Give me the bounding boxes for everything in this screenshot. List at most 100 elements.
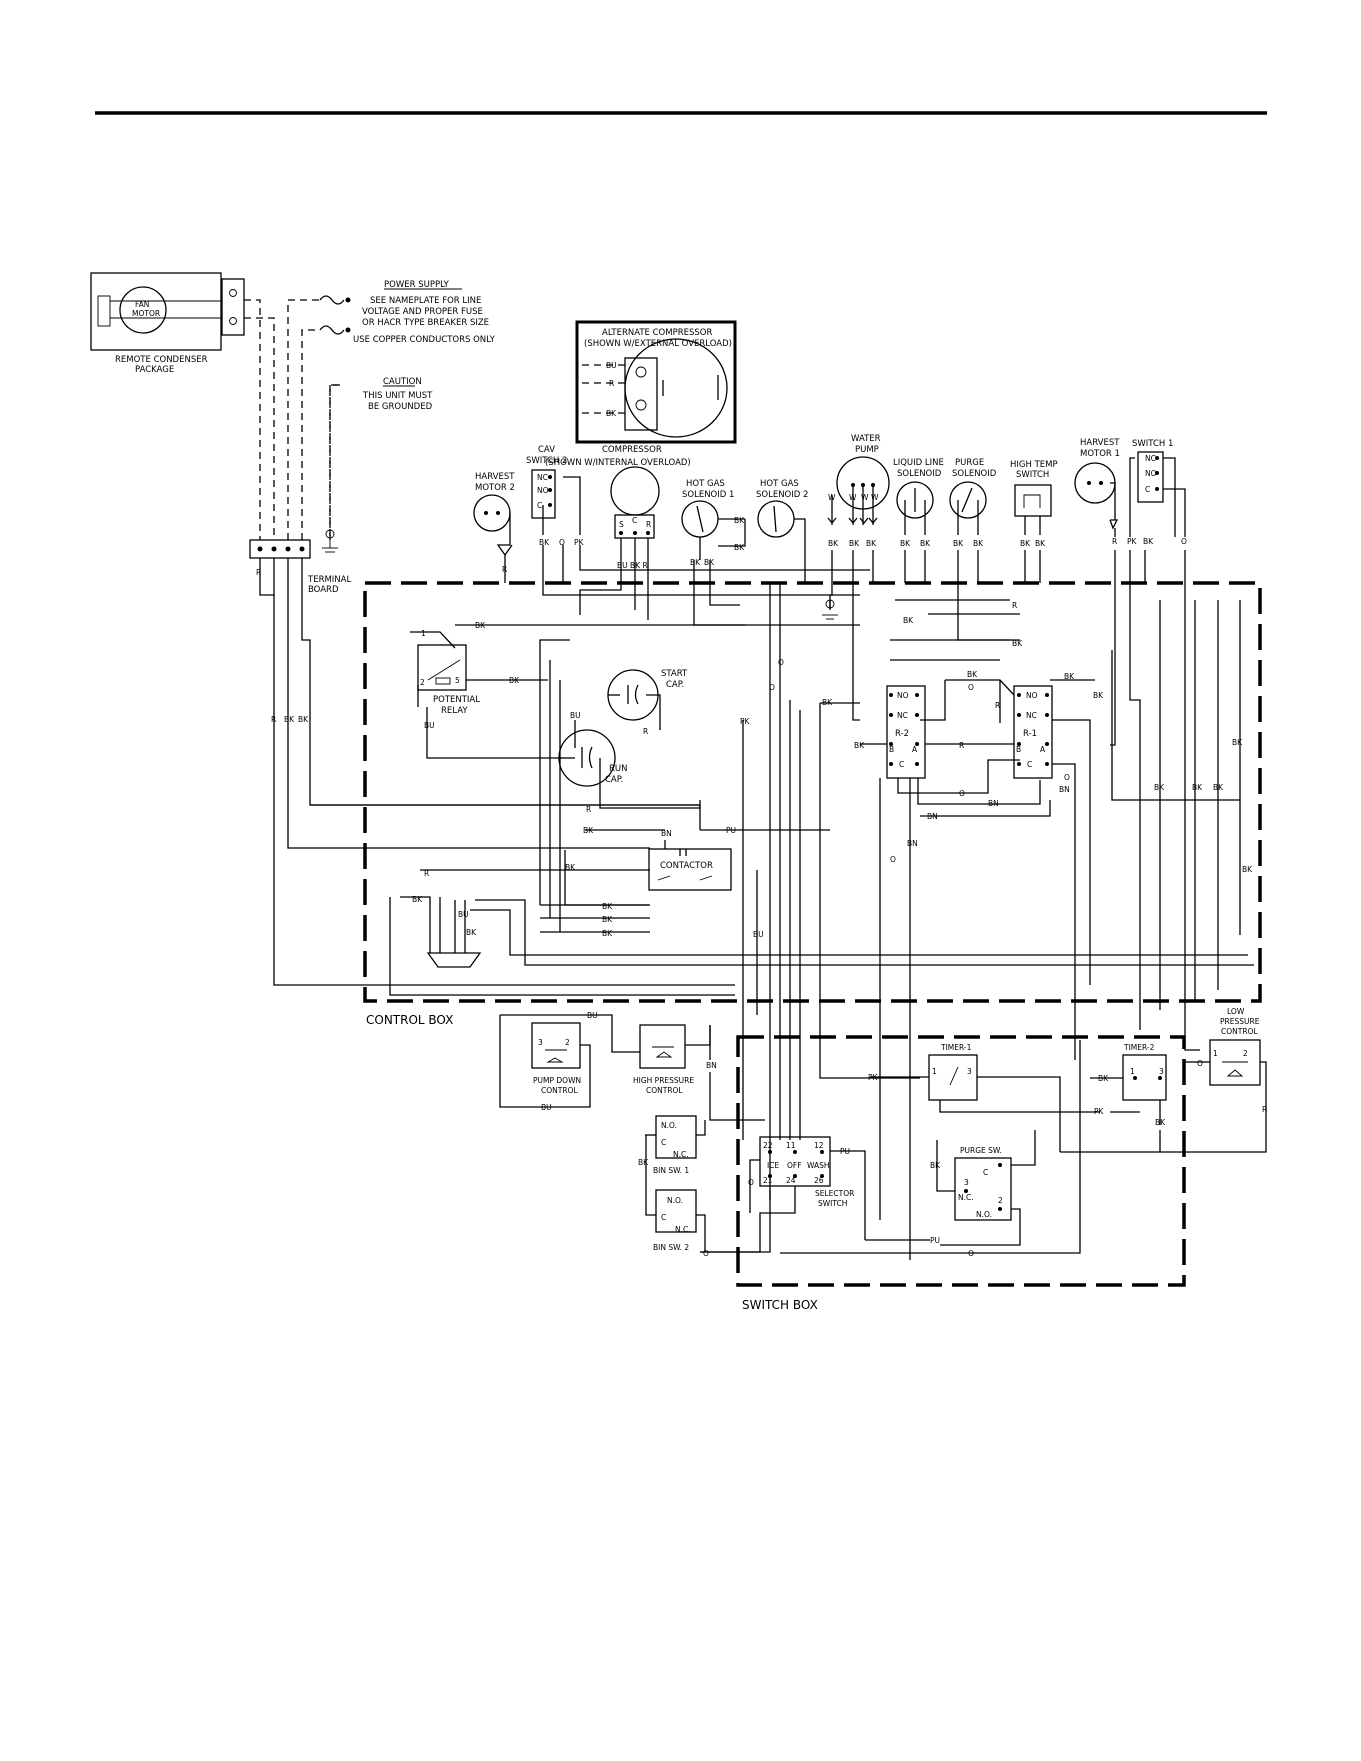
svg-text:O: O: [559, 538, 565, 547]
svg-text:CAP.: CAP.: [605, 775, 623, 785]
svg-text:TIMER-1: TIMER-1: [940, 1043, 972, 1052]
svg-text:BK: BK: [602, 902, 613, 911]
svg-text:2: 2: [1243, 1049, 1248, 1058]
svg-text:O: O: [1181, 537, 1187, 546]
svg-text:BK: BK: [606, 409, 617, 418]
svg-text:B: B: [1016, 745, 1021, 754]
svg-text:1: 1: [1213, 1049, 1218, 1058]
svg-text:BK: BK: [734, 516, 745, 525]
svg-text:C: C: [1145, 485, 1150, 494]
svg-text:R-1: R-1: [1023, 729, 1037, 739]
svg-text:R: R: [609, 379, 614, 388]
svg-text:O: O: [959, 789, 965, 798]
svg-text:BK: BK: [822, 698, 833, 707]
switch-box-outline: [736, 1035, 1186, 1287]
svg-text:C: C: [661, 1138, 666, 1147]
svg-text:CAP.: CAP.: [666, 680, 684, 690]
svg-text:BK: BK: [967, 670, 978, 679]
svg-text:RELAY: RELAY: [441, 706, 468, 716]
contactor: CONTACTOR: [648, 848, 732, 891]
svg-text:ALTERNATE COMPRESSOR: ALTERNATE COMPRESSOR: [602, 328, 712, 338]
svg-text:R: R: [646, 520, 651, 529]
svg-text:SOLENOID 2: SOLENOID 2: [756, 490, 808, 500]
timer-2: TIMER-2 1 3: [1122, 1043, 1167, 1101]
svg-text:CAV: CAV: [538, 445, 555, 455]
svg-text:OFF: OFF: [787, 1161, 802, 1170]
svg-text:R: R: [256, 568, 261, 577]
svg-text:HARVEST: HARVEST: [1080, 438, 1120, 448]
svg-text:R-2: R-2: [895, 729, 909, 739]
svg-text:BK: BK: [690, 558, 701, 567]
svg-text:BE GROUNDED: BE GROUNDED: [368, 402, 433, 412]
bin-switch-1: N.O. C N.C. BIN SW. 1: [653, 1115, 697, 1175]
hot-gas-solenoid-2: HOT GAS SOLENOID 2: [756, 479, 808, 538]
svg-text:NC: NC: [1026, 711, 1037, 720]
svg-text:BK: BK: [1020, 539, 1031, 548]
svg-text:N.C.: N.C.: [675, 1225, 691, 1234]
svg-text:BK: BK: [1242, 865, 1253, 874]
svg-text:3: 3: [1159, 1067, 1164, 1076]
svg-text:W: W: [828, 493, 836, 502]
svg-text:THIS UNIT MUST: THIS UNIT MUST: [362, 391, 433, 401]
svg-text:BK: BK: [475, 621, 486, 630]
harvest-motor-1: HARVEST MOTOR 1: [1074, 438, 1120, 504]
svg-text:R: R: [271, 715, 276, 724]
svg-text:21: 21: [763, 1176, 773, 1185]
pump-down-control: 3 2 PUMP DOWN CONTROL: [531, 1022, 581, 1095]
svg-text:N.C.: N.C.: [958, 1193, 974, 1202]
svg-text:R: R: [643, 727, 648, 736]
svg-text:A: A: [912, 745, 918, 754]
switch-1: SWITCH 1 NC NO C: [1132, 439, 1173, 503]
svg-text:START: START: [661, 669, 688, 679]
terminal-board: TERMINAL BOARD R: [249, 539, 351, 595]
svg-text:C: C: [899, 760, 904, 769]
svg-text:COMPRESSOR: COMPRESSOR: [602, 445, 662, 455]
svg-text:22: 22: [763, 1141, 773, 1150]
svg-text:R: R: [1112, 537, 1117, 546]
svg-text:2: 2: [998, 1196, 1003, 1205]
svg-text:NO: NO: [897, 691, 909, 700]
svg-text:ICE: ICE: [767, 1161, 779, 1170]
svg-text:BK: BK: [973, 539, 984, 548]
svg-text:BU BK R: BU BK R: [617, 561, 648, 570]
svg-text:PUMP DOWN: PUMP DOWN: [533, 1076, 581, 1085]
svg-text:N.O.: N.O.: [667, 1196, 683, 1205]
svg-text:PK: PK: [574, 538, 585, 547]
svg-text:PK: PK: [1127, 537, 1138, 546]
svg-text:NO: NO: [1145, 469, 1157, 478]
svg-text:BN: BN: [706, 1061, 717, 1070]
svg-text:TERMINAL: TERMINAL: [307, 575, 351, 585]
svg-text:BU: BU: [606, 361, 617, 370]
svg-text:BU: BU: [587, 1011, 598, 1020]
svg-text:VOLTAGE AND PROPER FUSE: VOLTAGE AND PROPER FUSE: [362, 307, 483, 317]
svg-text:HOT GAS: HOT GAS: [686, 479, 725, 489]
svg-text:W: W: [871, 493, 879, 502]
caution-note: CAUTION THIS UNIT MUST BE GROUNDED: [329, 377, 433, 540]
svg-text:24: 24: [786, 1176, 796, 1185]
svg-text:SWITCH: SWITCH: [1016, 470, 1049, 480]
svg-text:N.C.: N.C.: [673, 1150, 689, 1159]
svg-text:R: R: [1012, 601, 1017, 610]
svg-text:O: O: [769, 683, 775, 692]
svg-text:5: 5: [455, 676, 460, 685]
svg-text:3: 3: [967, 1067, 972, 1076]
svg-text:BK: BK: [953, 539, 964, 548]
svg-text:NC: NC: [897, 711, 908, 720]
selector-switch: 22 11 12 ICE OFF WASH 21 24 26 SELECTOR …: [759, 1136, 854, 1208]
svg-text:O: O: [748, 1178, 754, 1187]
svg-text:HIGH TEMP: HIGH TEMP: [1010, 460, 1058, 470]
hot-gas-solenoid-1: HOT GAS SOLENOID 1: [681, 479, 734, 538]
svg-text:BN: BN: [988, 799, 999, 808]
svg-text:CAUTION: CAUTION: [383, 377, 422, 387]
svg-text:O: O: [1197, 1059, 1203, 1068]
svg-text:C: C: [983, 1168, 988, 1177]
svg-text:BU: BU: [570, 711, 581, 720]
svg-text:WATER: WATER: [851, 434, 881, 444]
svg-text:BN: BN: [1059, 785, 1070, 794]
svg-text:BK: BK: [602, 929, 613, 938]
high-pressure-control: HIGH PRESSURE CONTROL: [633, 1024, 694, 1095]
svg-text:N.O.: N.O.: [661, 1121, 677, 1130]
svg-text:N.O.: N.O.: [976, 1210, 992, 1219]
svg-text:BK: BK: [638, 1158, 649, 1167]
